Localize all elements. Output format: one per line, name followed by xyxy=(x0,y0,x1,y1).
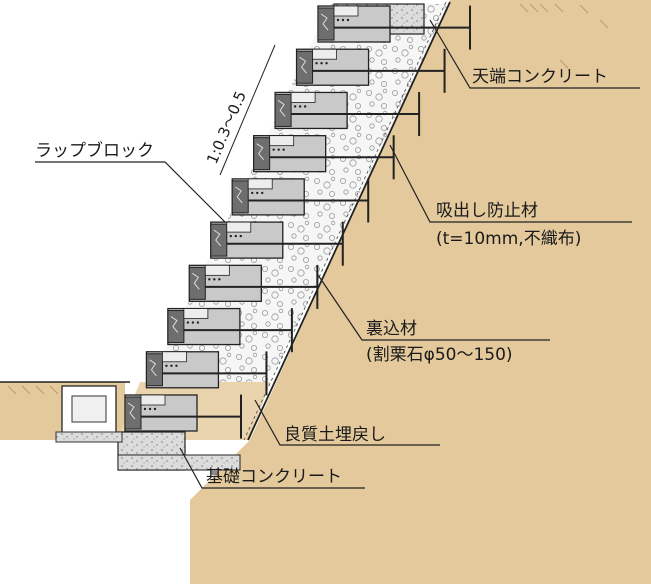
label-drain-filter: 吸出し防止材 xyxy=(436,201,538,221)
label-crest-concrete: 天端コンクリート xyxy=(472,67,608,87)
wrap-block-3 xyxy=(167,307,293,353)
wrap-block-7 xyxy=(253,135,395,180)
natural-soil xyxy=(190,0,651,584)
wrap-block-6 xyxy=(231,178,370,223)
wrap-block-9 xyxy=(295,48,446,93)
label-backfill-spec: (割栗石φ50～150) xyxy=(366,345,513,365)
wrap-block-1 xyxy=(124,394,242,439)
ground-hatch-left xyxy=(7,385,59,395)
label-soil-backfill: 良質土埋戻し xyxy=(284,425,386,445)
drain-filter-inner xyxy=(243,1,447,441)
soil-hatch-marks xyxy=(519,3,609,69)
foundation-base xyxy=(117,454,241,471)
wrap-block-5 xyxy=(210,221,344,266)
wrap-block-2 xyxy=(145,351,268,396)
wrap-block-4 xyxy=(188,264,319,309)
leader-lines xyxy=(35,19,640,489)
wrap-block-8 xyxy=(274,91,421,137)
label-foundation-concrete: 基礎コンクリート xyxy=(206,467,342,487)
u-ditch xyxy=(55,385,123,443)
wrap-block-10 xyxy=(317,5,471,50)
label-drain-filter-spec: (t=10mm,不織布) xyxy=(436,229,581,249)
label-backfill: 裏込材 xyxy=(366,318,417,339)
slope-ratio-label: 1:0.3～0.5 xyxy=(203,88,250,166)
wrap-blocks xyxy=(124,5,471,439)
drain-filter-line xyxy=(247,1,451,441)
label-wrap-block: ラップブロック xyxy=(35,140,154,161)
